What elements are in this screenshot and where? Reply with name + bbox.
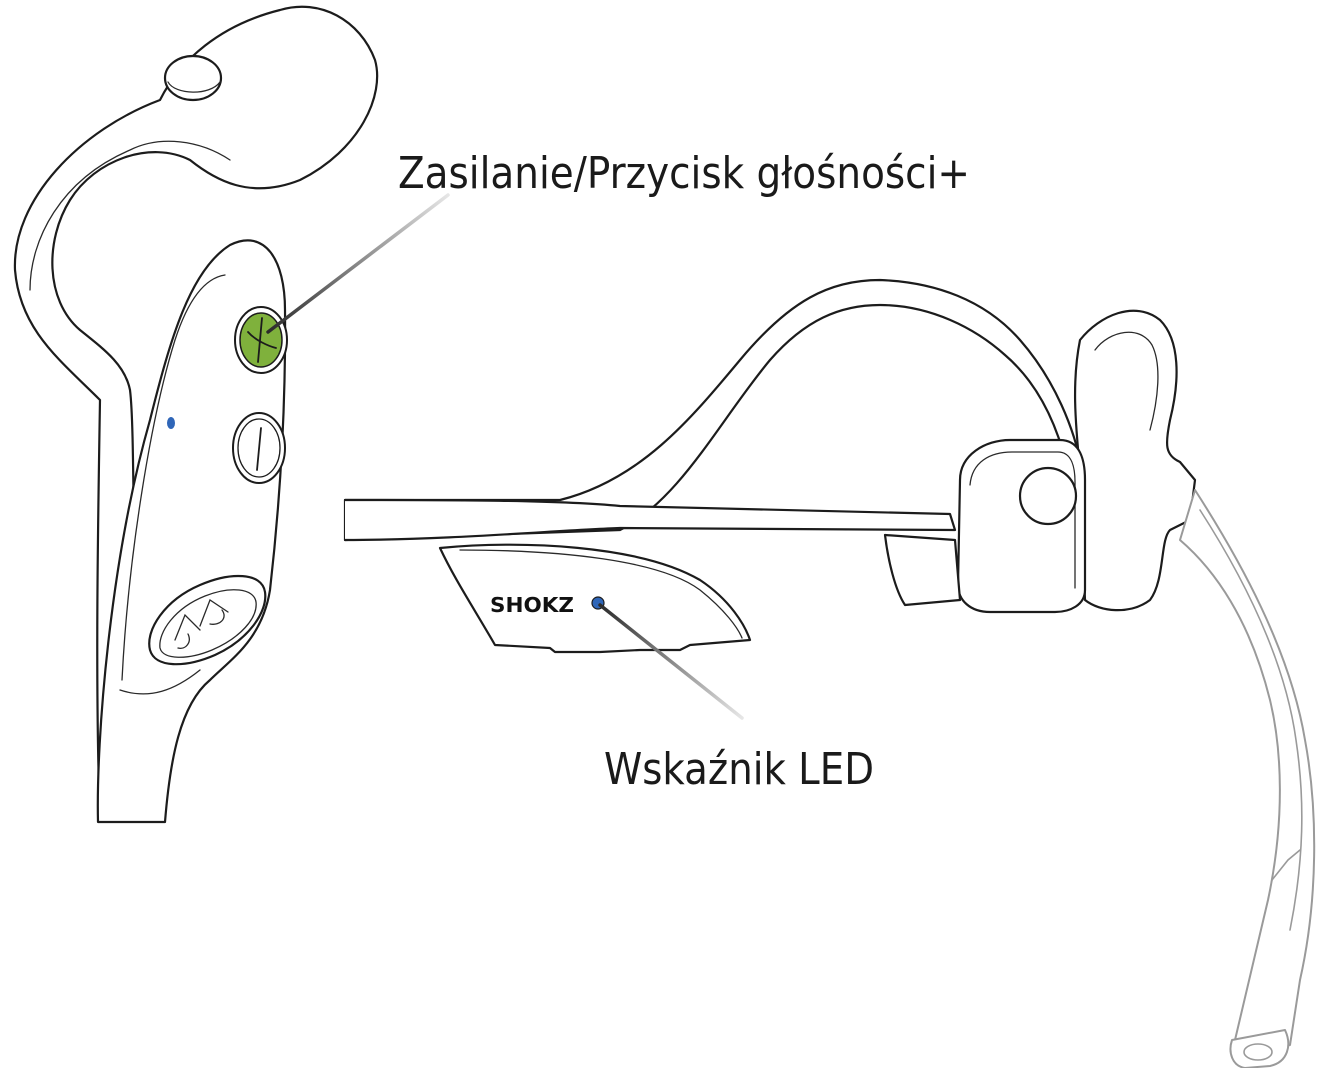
left-earpiece-closeup xyxy=(15,7,377,822)
pod-button xyxy=(1020,468,1076,524)
top-pod-button xyxy=(165,56,221,100)
shokz-logo: SHOKZ xyxy=(490,593,574,617)
brand-logo-text: SHOKZ xyxy=(490,593,574,617)
headset-full-view: SHOKZ xyxy=(345,280,1314,1068)
pod-inner xyxy=(885,535,960,605)
microphone-boom xyxy=(1180,490,1314,1058)
label-led-indicator: Wskaźnik LED xyxy=(604,744,874,795)
label-power-volume-up: Zasilanie/Przycisk głośności+ xyxy=(398,148,970,199)
ear-hook-right xyxy=(1075,311,1195,610)
power-volume-up-button[interactable] xyxy=(235,307,287,373)
neckband-lower xyxy=(345,500,955,540)
led-dot-side xyxy=(167,417,175,429)
callout-line-power xyxy=(268,195,448,332)
volume-down-button[interactable] xyxy=(233,413,285,483)
